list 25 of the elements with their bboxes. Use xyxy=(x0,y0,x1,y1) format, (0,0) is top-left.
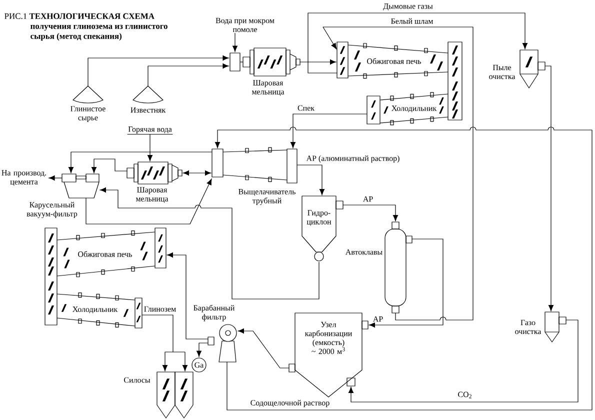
flow-arrow xyxy=(238,328,290,368)
flow-arrow xyxy=(48,175,62,181)
flow-arrow xyxy=(232,32,238,52)
flow-arrow xyxy=(148,64,229,86)
flow-arrow xyxy=(100,187,320,300)
flow-arrow xyxy=(196,342,208,357)
title: РИС.1 ТЕХНОЛОГИЧЕСКАЯ СХЕМА получения глинозема из глинистого сырья (метод спекания) xyxy=(4,13,168,41)
flow-arrow xyxy=(166,252,208,340)
flow-arrow xyxy=(322,26,474,320)
flow-arrow xyxy=(92,158,128,174)
flow-arrow xyxy=(544,66,554,312)
flow-arrow xyxy=(127,134,174,162)
flow-arrow xyxy=(368,238,444,328)
flow-arrow xyxy=(142,314,188,372)
flow-arrow xyxy=(296,164,325,196)
flow-arrow xyxy=(182,170,212,176)
flow-arrow xyxy=(86,178,212,224)
flow-arrow xyxy=(348,320,578,402)
flow-arrow xyxy=(290,114,368,148)
flow-arrow xyxy=(68,152,212,174)
flow-arrow xyxy=(300,60,336,65)
feed-box xyxy=(230,52,240,72)
flow-arrow xyxy=(308,12,528,74)
flow-arrow xyxy=(88,56,229,86)
flow-arrow xyxy=(342,204,398,222)
